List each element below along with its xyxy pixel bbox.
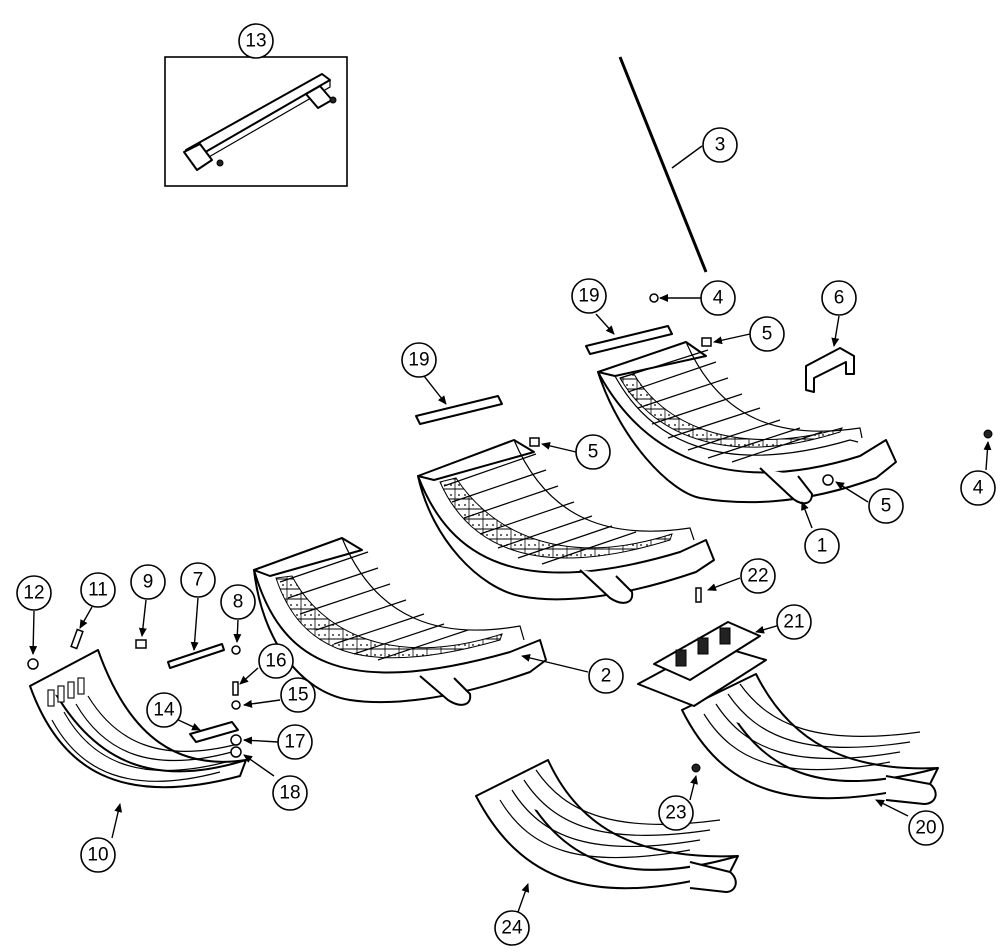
svg-text:13: 13 bbox=[245, 31, 266, 52]
callout-13: 13 bbox=[238, 23, 274, 59]
svg-text:23: 23 bbox=[665, 803, 686, 824]
callout-11: 11 bbox=[80, 572, 116, 608]
nut-part-5-low bbox=[822, 474, 834, 486]
svg-text:7: 7 bbox=[193, 570, 204, 591]
callout-21: 21 bbox=[776, 604, 812, 640]
strip-part-7 bbox=[167, 643, 225, 669]
svg-text:22: 22 bbox=[747, 566, 768, 587]
svg-text:11: 11 bbox=[88, 580, 108, 601]
concave-part-2 bbox=[417, 439, 715, 604]
callout-23: 23 bbox=[658, 795, 694, 831]
svg-text:5: 5 bbox=[881, 496, 892, 517]
svg-text:12: 12 bbox=[23, 583, 44, 604]
callout-3: 3 bbox=[702, 127, 738, 163]
callout-24: 24 bbox=[494, 910, 530, 946]
nut-part-8 bbox=[231, 645, 241, 655]
washer-part-15 bbox=[231, 700, 241, 710]
bolt-part-11 bbox=[70, 628, 84, 650]
svg-text:20: 20 bbox=[915, 818, 936, 839]
callout-6: 6 bbox=[821, 280, 857, 316]
svg-text:5: 5 bbox=[588, 442, 599, 463]
callout-8: 8 bbox=[220, 584, 256, 620]
grate-part-24 bbox=[475, 759, 739, 893]
bolt-part-16 bbox=[232, 681, 239, 696]
callout-20: 20 bbox=[908, 810, 944, 846]
svg-text:8: 8 bbox=[233, 592, 244, 613]
callout-18: 18 bbox=[272, 775, 308, 811]
svg-text:15: 15 bbox=[287, 685, 308, 706]
svg-text:14: 14 bbox=[153, 700, 175, 721]
callout-10: 10 bbox=[80, 837, 116, 873]
nut-part-17 bbox=[230, 734, 242, 746]
nut-part-5-mid bbox=[529, 437, 540, 447]
callout-7: 7 bbox=[180, 562, 216, 598]
svg-text:4: 4 bbox=[973, 478, 984, 499]
svg-text:24: 24 bbox=[501, 918, 523, 939]
svg-text:16: 16 bbox=[265, 651, 286, 672]
callout-14: 14 bbox=[146, 692, 182, 728]
nut-part-12 bbox=[27, 658, 39, 670]
callout-9: 9 bbox=[130, 564, 166, 600]
callout-19-back: 19 bbox=[571, 278, 607, 314]
svg-text:2: 2 bbox=[601, 666, 612, 687]
callout-22: 22 bbox=[740, 558, 776, 594]
callout-4-top: 4 bbox=[700, 280, 736, 316]
svg-text:9: 9 bbox=[143, 572, 154, 593]
svg-text:4: 4 bbox=[713, 288, 724, 309]
cover-part-6 bbox=[805, 347, 855, 393]
concave-part-front bbox=[253, 537, 547, 706]
callout-5-top: 5 bbox=[749, 316, 785, 352]
svg-text:19: 19 bbox=[408, 350, 429, 371]
callout-2: 2 bbox=[588, 658, 624, 694]
strip-part-19-front bbox=[415, 395, 503, 425]
bracket-part-21 bbox=[637, 621, 767, 707]
callout-4-right: 4 bbox=[960, 470, 996, 506]
nut-part-5-top bbox=[701, 337, 712, 347]
inset-box-13 bbox=[164, 40, 348, 187]
callout-5-low: 5 bbox=[868, 488, 904, 524]
nut-part-18 bbox=[230, 746, 242, 758]
leader-lines bbox=[29, 145, 992, 913]
svg-text:1: 1 bbox=[817, 536, 828, 557]
callout-19-front: 19 bbox=[401, 342, 437, 378]
grate-part-20 bbox=[681, 673, 939, 805]
svg-text:10: 10 bbox=[87, 845, 108, 866]
grate-part-10 bbox=[29, 649, 247, 789]
nut-part-9 bbox=[135, 639, 147, 649]
callout-12: 12 bbox=[16, 575, 52, 611]
bolt-part-22 bbox=[695, 587, 702, 603]
svg-text:19: 19 bbox=[578, 286, 599, 307]
callout-1: 1 bbox=[804, 528, 840, 564]
svg-text:3: 3 bbox=[715, 135, 726, 156]
svg-text:6: 6 bbox=[834, 288, 845, 309]
nut-part-23 bbox=[691, 763, 701, 773]
rod-part-3 bbox=[618, 56, 708, 273]
svg-text:5: 5 bbox=[762, 324, 773, 345]
callout-17: 17 bbox=[277, 724, 313, 760]
callout-16: 16 bbox=[258, 643, 294, 679]
svg-text:17: 17 bbox=[284, 732, 305, 753]
callout-5-mid: 5 bbox=[575, 434, 611, 470]
svg-text:18: 18 bbox=[279, 783, 300, 804]
screw-part-4-right bbox=[983, 429, 993, 439]
strip-part-19-back bbox=[585, 325, 673, 355]
plate-part-14 bbox=[189, 721, 239, 743]
screw-part-4-top bbox=[649, 293, 659, 303]
callout-15: 15 bbox=[280, 677, 316, 713]
svg-text:21: 21 bbox=[783, 612, 804, 633]
